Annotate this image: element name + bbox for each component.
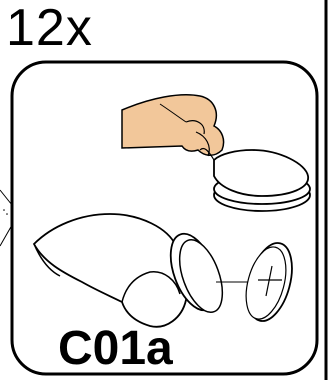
hand-peeling-film-icon — [122, 95, 224, 156]
callout-pointer — [0, 190, 12, 246]
quantity-label: 12x — [6, 2, 93, 54]
part-code-label: C01a — [58, 324, 173, 374]
